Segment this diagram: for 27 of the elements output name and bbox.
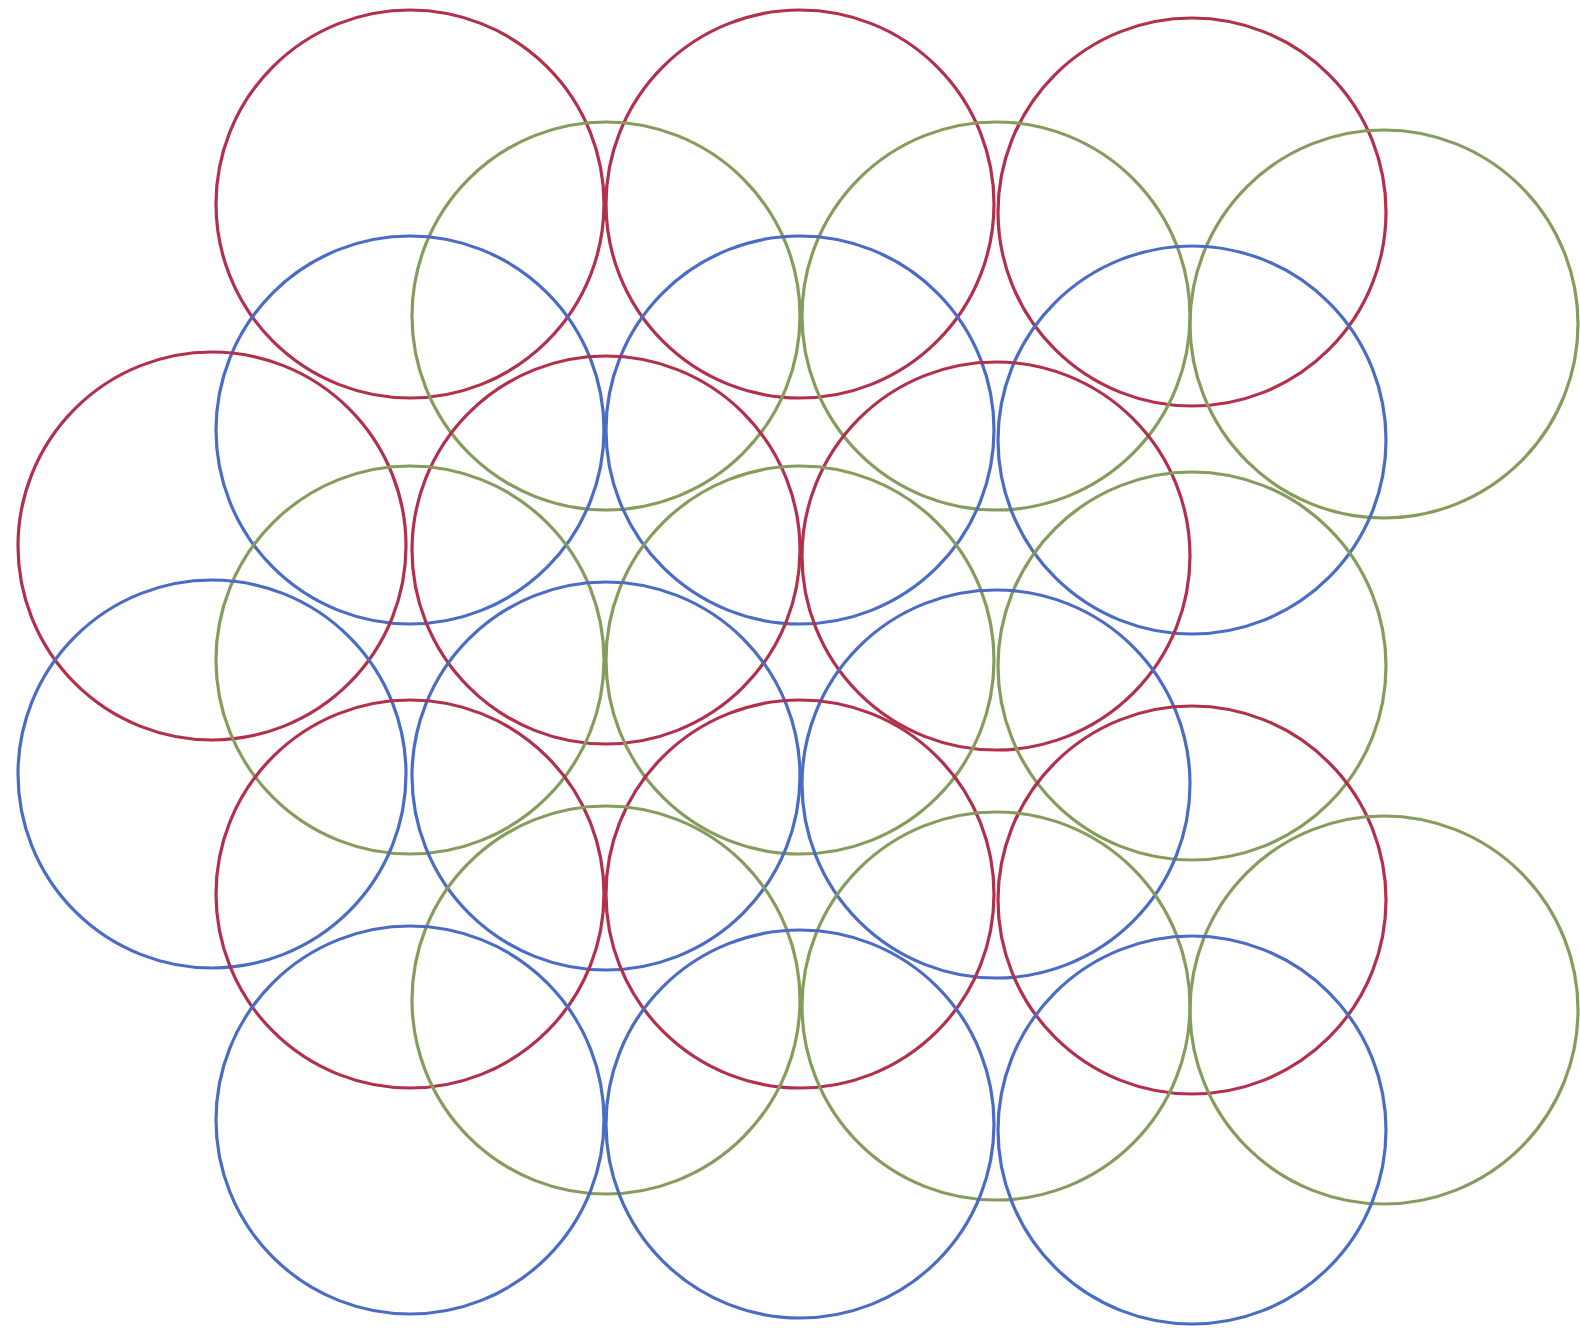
circle-outline [214, 698, 606, 1090]
circle-outline [800, 588, 1192, 980]
circle-outline [410, 580, 802, 972]
circle-outline [214, 234, 606, 626]
circle-outline [800, 360, 1192, 752]
circle-outline [16, 578, 408, 970]
circle-outline [410, 120, 802, 512]
circle-outline [996, 704, 1388, 1096]
circle-outline [800, 120, 1192, 512]
circle-outline [604, 8, 996, 400]
circle-outline [214, 464, 606, 856]
circle-outline [410, 804, 802, 1196]
circle-outline [214, 924, 606, 1316]
circle-outline [214, 8, 606, 400]
circle-outline [1188, 128, 1580, 520]
circle-outline [604, 464, 996, 856]
circle-outline [996, 244, 1388, 636]
circle-outline [996, 16, 1388, 408]
circle-outline [410, 354, 802, 746]
circle-outline [1188, 814, 1580, 1206]
circle-outline [604, 928, 996, 1320]
circle-outline [800, 810, 1192, 1202]
circle-outline [996, 934, 1388, 1326]
circle-outline [996, 470, 1388, 862]
circle-outline [604, 234, 996, 626]
circle-outline [604, 698, 996, 1090]
circle-outline [16, 350, 408, 742]
